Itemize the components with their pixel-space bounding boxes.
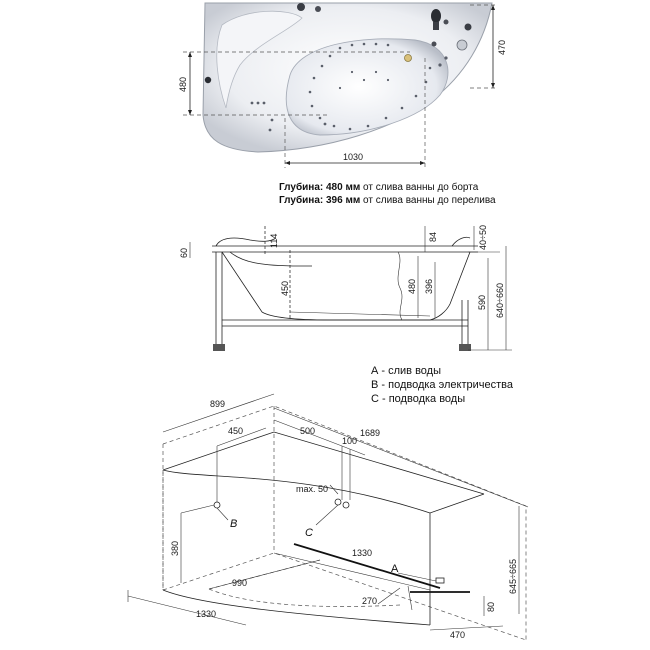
bathtub-headrest (216, 10, 303, 109)
top-view-bathtub: 480 1030 470 (178, 2, 507, 168)
dim-80: 80 (486, 602, 496, 612)
drain-icon (435, 577, 445, 584)
dim-max50: max. 50 (296, 484, 328, 494)
hydromassage-jets (250, 42, 448, 132)
dim-450-iso: 450 (228, 426, 243, 436)
dim-500: 500 (300, 426, 315, 436)
electric-connection-icon (213, 501, 221, 509)
dim-1030: 1030 (343, 152, 363, 162)
label-c: C (305, 527, 313, 539)
legend-item-c: С - подводка воды (371, 393, 465, 405)
faucet-icon (431, 9, 441, 30)
drain-icon (404, 54, 412, 62)
legend-item-a: А - слив воды (371, 365, 441, 377)
bathtub-basin (285, 38, 449, 136)
legend-item-b: В - подводка электричества (371, 379, 514, 391)
dim-450: 450 (280, 281, 290, 296)
side-view: 60 114 450 84 480 396 40÷50 590 640÷660 (179, 225, 512, 351)
legend: А - слив воды В - подводка электричества… (371, 365, 514, 405)
dim-640-660: 640÷660 (495, 283, 505, 318)
dim-645-665: 645÷665 (508, 559, 518, 594)
dim-590: 590 (477, 295, 487, 310)
dim-396-side: 396 (424, 279, 434, 294)
depth-396-text: от слива ванны до перелива (360, 195, 496, 206)
dim-380: 380 (170, 541, 180, 556)
dim-1330-bottom: 1330 (196, 609, 216, 619)
dim-270: 270 (362, 596, 377, 606)
label-a: A (391, 563, 399, 575)
depth-480-text: от слива ванны до борта (360, 181, 478, 193)
svg-text:Глубина: 396 мм от слива ванны: Глубина: 396 мм от слива ванны до перели… (279, 194, 496, 206)
dim-100: 100 (342, 436, 357, 446)
water-connection-icon (334, 498, 342, 506)
dim-60: 60 (179, 248, 189, 258)
dim-480-side: 480 (407, 279, 417, 294)
iso-view: 899 450 500 100 1689 max. 50 B C 380 133… (127, 393, 529, 641)
dim-470-top: 470 (497, 40, 507, 55)
dim-84: 84 (428, 232, 438, 242)
dim-1689: 1689 (360, 428, 380, 438)
dim-899: 899 (210, 399, 225, 409)
dim-470-iso: 470 (450, 630, 465, 640)
dim-990: 990 (232, 578, 247, 588)
depth-notes: Глубина: 480 мм от слива ванны до борта … (279, 181, 496, 206)
depth-396-label: Глубина: 396 мм (279, 194, 360, 206)
label-b: B (230, 518, 237, 530)
dim-40-50: 40÷50 (478, 225, 488, 250)
control-knobs-icon (204, 3, 472, 84)
svg-text:Глубина: 480 мм от слива ванны: Глубина: 480 мм от слива ванны до борта (279, 181, 479, 193)
dim-1330-mid: 1330 (352, 548, 372, 558)
dim-114: 114 (269, 234, 279, 248)
dim-480-top: 480 (178, 77, 188, 92)
depth-480-label: Глубина: 480 мм (279, 181, 360, 193)
